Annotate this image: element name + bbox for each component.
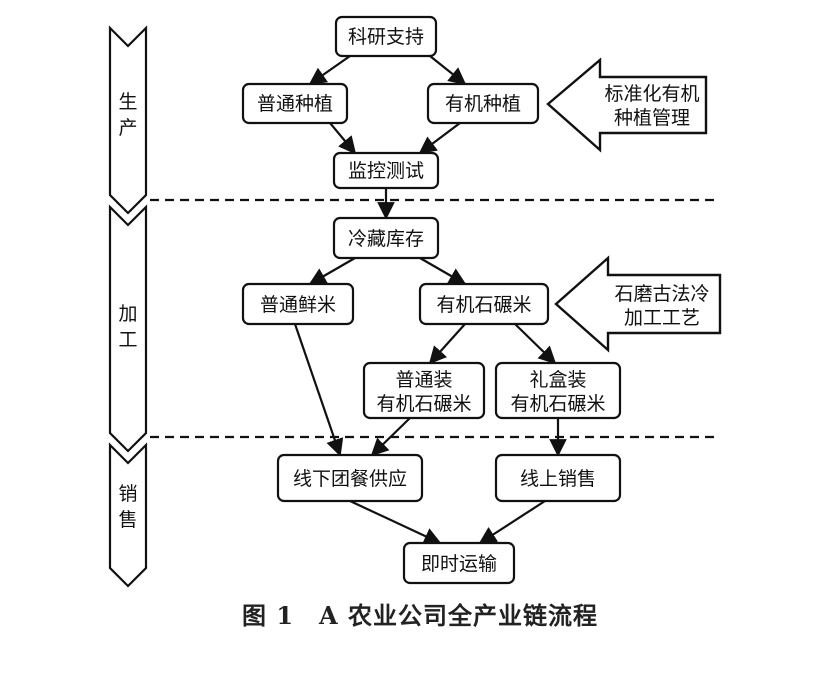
node-delivery-label: 即时运输 [421, 553, 497, 575]
stage-production-shape [108, 25, 148, 215]
node-research-label: 科研支持 [348, 26, 424, 48]
node-online-sales-label: 线上销售 [520, 468, 596, 490]
figure-caption: 图 1 A 农业公司全产业链流程 [241, 601, 599, 630]
node-organic-planting: 有机种植 [426, 82, 540, 125]
callout-milling-line1: 石磨古法冷 [614, 283, 709, 305]
node-monitoring-label: 监控测试 [348, 160, 424, 182]
node-normal-planting: 普通种植 [241, 82, 349, 125]
callout-milling-arrow-shape [554, 255, 722, 353]
edge-storage-normalrice [308, 257, 356, 285]
stage-bar: 生产 加工 销售 [108, 25, 148, 588]
callout-planting-line1: 标准化有机 [604, 83, 699, 105]
node-delivery: 即时运输 [402, 541, 516, 585]
edge-normalrice-offline [293, 323, 344, 457]
callout-planting-line2: 种植管理 [614, 107, 690, 129]
stage-label-char: 售 [118, 509, 137, 531]
node-gift-pack-line2: 有机石碾米 [510, 393, 605, 415]
edges [293, 55, 567, 545]
edge-organicrice-normalpack [428, 323, 466, 365]
callout-milling-craft: 石磨古法冷 加工工艺 [554, 255, 722, 353]
node-normal-pack: 普通装 有机石碾米 [362, 361, 486, 420]
node-online-sales: 线上销售 [494, 453, 622, 503]
stage-label-char: 产 [118, 117, 137, 139]
edge-normal-monitoring [329, 122, 357, 155]
callout-milling-line2: 加工工艺 [624, 307, 700, 329]
stage-label-char: 工 [118, 329, 137, 351]
flow-diagram: 生产 加工 销售 科研支持 普通种植 有机种植 监控测试 [108, 15, 722, 588]
callout-planting-arrow-shape [546, 57, 708, 153]
stage-label-char: 生 [118, 91, 137, 113]
node-normal-planting-label: 普通种植 [257, 93, 333, 115]
stage-sales-label: 销售 [118, 483, 137, 531]
edge-storage-organicrice [419, 257, 467, 285]
edge-research-organic [429, 55, 467, 86]
callout-planting-management: 标准化有机 种植管理 [546, 57, 708, 153]
edge-organicrice-giftpack [514, 323, 557, 365]
node-organic-planting-label: 有机种植 [445, 93, 521, 115]
node-organic-rice: 有机石碾米 [418, 282, 550, 326]
edge-online-delivery [478, 500, 546, 544]
node-normal-rice-label: 普通鲜米 [260, 294, 336, 316]
edge-research-normal [308, 55, 351, 86]
stage-label-char: 加 [118, 303, 137, 325]
stage-sales-shape [108, 442, 148, 588]
node-gift-pack: 礼盒装 有机石碾米 [494, 361, 622, 420]
node-organic-rice-label: 有机石碾米 [436, 294, 531, 316]
edge-normalpack-offline [370, 417, 411, 457]
node-normal-pack-line2: 有机石碾米 [376, 393, 471, 415]
node-research: 科研支持 [334, 15, 438, 58]
node-offline-sales: 线下团餐供应 [276, 453, 424, 503]
node-normal-pack-line1: 普通装 [395, 369, 452, 391]
stage-processing-label: 加工 [118, 303, 137, 351]
node-monitoring: 监控测试 [332, 151, 440, 190]
stage-processing-shape [108, 204, 148, 453]
node-cold-storage: 冷藏库存 [332, 216, 440, 260]
stage-label-char: 销 [118, 483, 137, 505]
node-normal-rice: 普通鲜米 [241, 282, 355, 326]
stage-production-label-1: 生产 [118, 91, 137, 139]
node-cold-storage-label: 冷藏库存 [348, 228, 424, 250]
edge-organic-monitoring [418, 122, 461, 155]
node-gift-pack-line1: 礼盒装 [529, 369, 586, 391]
edge-offline-delivery [349, 500, 442, 545]
node-offline-sales-label: 线下团餐供应 [293, 468, 407, 490]
